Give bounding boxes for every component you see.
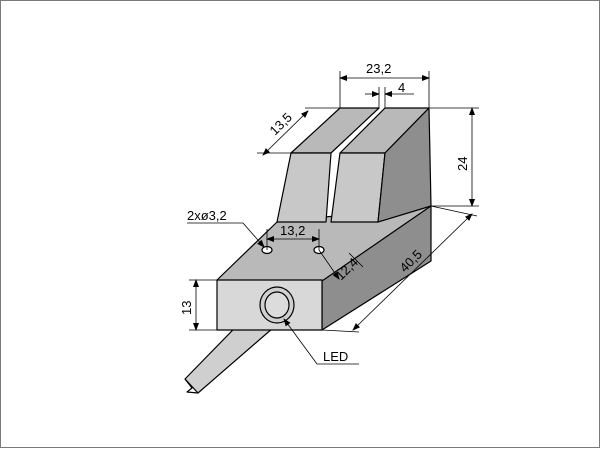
sensor-body [216, 107, 432, 331]
right-prong-front [330, 152, 386, 223]
led-label: LED [323, 349, 348, 364]
dim-width-top: 23,2 [366, 61, 391, 76]
left-prong-front [276, 152, 332, 223]
led-ring [264, 291, 290, 319]
dim-hole-spacing: 13,2 [280, 223, 305, 238]
dim-height: 24 [455, 157, 470, 171]
dimension-lines [187, 71, 479, 365]
dim-hole-callout: 2xø3,2 [187, 208, 227, 223]
dim-base-height: 13 [179, 301, 194, 315]
dim-slot-width: 4 [398, 80, 405, 95]
dim-depth-top: 13,5 [267, 110, 296, 139]
